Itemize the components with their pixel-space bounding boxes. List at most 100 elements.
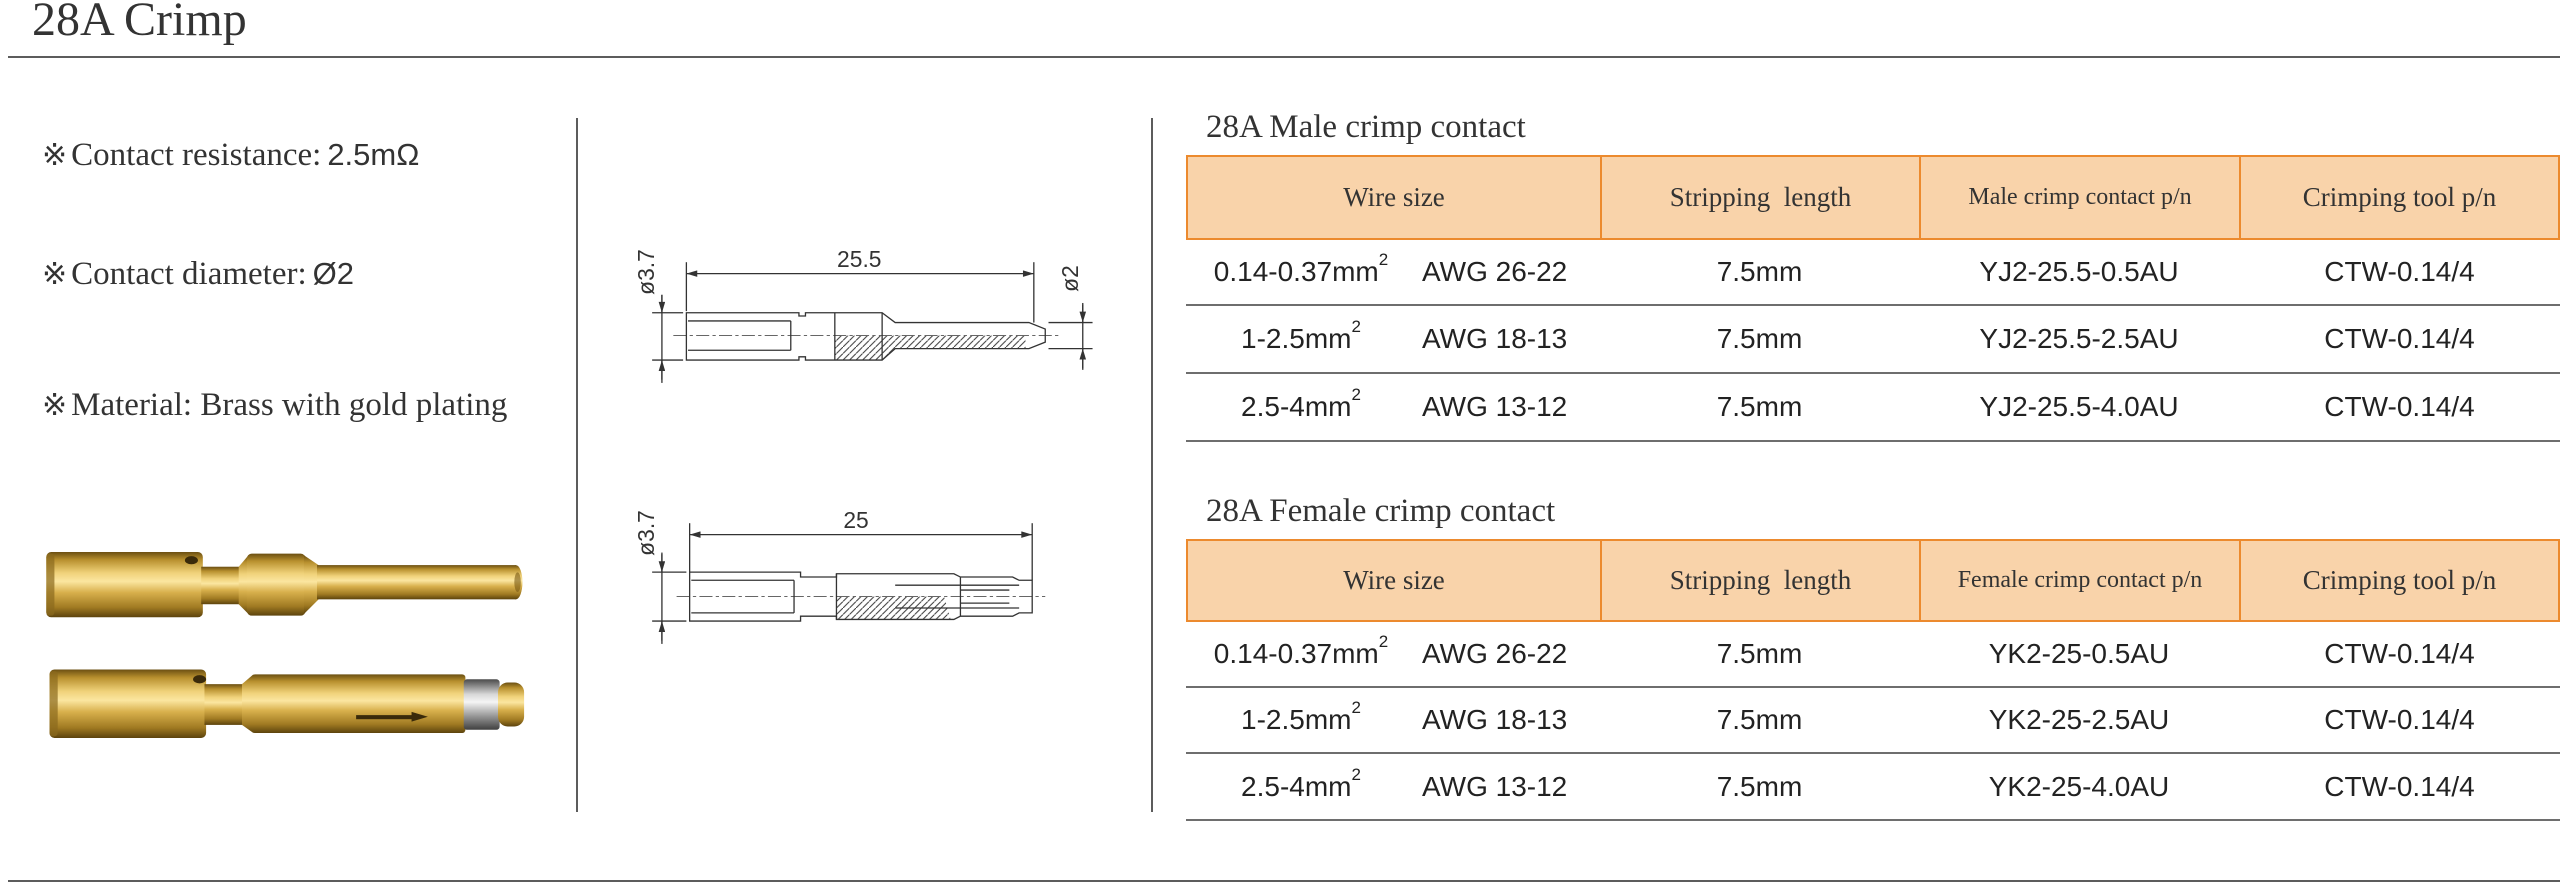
male-contact-outline <box>685 312 1046 361</box>
unit-exponent: 2 <box>1351 764 1361 784</box>
female-inspection-hole <box>193 675 207 684</box>
female-contact-photo <box>49 669 525 738</box>
female-barrel <box>49 669 207 738</box>
tool-part-number-cell: CTW-0.14/4 <box>2324 391 2475 422</box>
column-header: Crimping tool p/n <box>2239 541 2558 620</box>
wire-cross-section: 0.14-0.37mm2 <box>1186 633 1416 670</box>
awg-value: AWG 18-13 <box>1422 704 1568 735</box>
wire-size-value: 0.14-0.37mm <box>1213 638 1379 669</box>
female-table-title: 28A Female crimp contact <box>1206 493 1556 529</box>
wire-size-value: 1-2.5mm <box>1241 323 1352 354</box>
wire-cross-section: 1-2.5mm2 <box>1186 699 1416 736</box>
wire-cross-section: 0.14-0.37mm2 <box>1186 251 1416 288</box>
unit-exponent: 2 <box>1351 698 1361 717</box>
wire-cross-section: 1-2.5mm2 <box>1186 318 1416 355</box>
part-number-cell: YJ2-25.5-0.5AU <box>1979 256 2179 287</box>
male-barrel <box>46 552 203 618</box>
spec-value: 2.5mΩ <box>327 137 420 172</box>
male-table-title: 28A Male crimp contact <box>1206 109 1526 145</box>
female-end <box>498 682 525 727</box>
wire-size-value: 0.14-0.37mm <box>1213 256 1379 287</box>
table-header: Wire size Stripping length Female crimp … <box>1186 539 2560 622</box>
bottom-divider <box>8 880 2560 882</box>
column-header: Male crimp contact p/n <box>1919 157 2239 238</box>
table-header: Wire size Stripping length Male crimp co… <box>1186 155 2560 240</box>
section-hatch <box>834 335 1026 361</box>
female-slot-end <box>411 711 428 722</box>
column-divider-left <box>576 118 578 812</box>
female-crimp-contact-table: Wire size Stripping length Female crimp … <box>1186 539 2560 821</box>
female-barrel-edge <box>49 671 58 737</box>
wire-cross-section: 2.5-4mm2 <box>1186 386 1416 423</box>
awg-value: AWG 26-22 <box>1422 256 1568 287</box>
reference-mark-icon: ※ <box>42 257 68 292</box>
female-body-diameter-label: ø3.7 <box>633 510 659 556</box>
awg-value: AWG 13-12 <box>1422 770 1568 802</box>
wire-cross-section: 2.5-4mm2 <box>1186 766 1416 803</box>
male-barrel-edge <box>46 553 55 616</box>
stripping-length-cell: 7.5mm <box>1716 638 1803 669</box>
column-header: Wire size <box>1343 182 1445 212</box>
technical-drawings: 25.5 ø3.7 ø2 25 ø3.7 <box>633 246 1093 644</box>
male-tip-diameter-label: ø2 <box>1057 265 1083 292</box>
reference-mark-icon: ※ <box>42 138 68 173</box>
wire-size-value: 1-2.5mm <box>1241 704 1352 735</box>
section-hatch <box>836 596 951 620</box>
top-divider <box>8 56 2560 58</box>
column-header: Female crimp contact p/n <box>1919 541 2239 620</box>
male-neck <box>201 566 244 605</box>
awg-value: AWG 13-12 <box>1422 391 1568 422</box>
unit-exponent: 2 <box>1351 385 1361 404</box>
awg-value: AWG 26-22 <box>1422 638 1568 669</box>
female-silver-ring <box>463 679 500 730</box>
stripping-length-cell: 7.5mm <box>1716 391 1803 422</box>
wire-size-value: 2.5-4mm <box>1241 391 1352 422</box>
stripping-length-cell: 7.5mm <box>1716 323 1803 354</box>
male-inspection-hole <box>184 556 198 565</box>
stripping-length-cell: 7.5mm <box>1716 256 1803 287</box>
male-neck-taper <box>238 555 249 615</box>
female-length-label: 25 <box>843 507 868 533</box>
spec-contact-resistance: ※Contact resistance:2.5mΩ <box>42 135 419 176</box>
male-contact-photo <box>46 552 523 618</box>
tool-part-number-cell: CTW-0.14/4 <box>2324 704 2475 735</box>
spec-label: Contact diameter: <box>71 256 307 292</box>
tool-part-number-cell: CTW-0.14/4 <box>2324 770 2475 802</box>
male-pin <box>316 565 516 600</box>
part-number-cell: YK2-25-4.0AU <box>1988 770 2170 802</box>
column-header: Crimping tool p/n <box>2239 157 2558 238</box>
column-header: Wire size <box>1343 565 1445 595</box>
spec-contact-diameter: ※Contact diameter:Ø2 <box>42 254 354 295</box>
reference-mark-icon: ※ <box>42 388 68 423</box>
column-divider-right <box>1151 118 1153 812</box>
tool-part-number-cell: CTW-0.14/4 <box>2324 323 2475 354</box>
spec-material: ※Material: Brass with gold plating <box>42 385 507 426</box>
male-collar-taper <box>303 555 319 615</box>
awg-value: AWG 18-13 <box>1422 323 1568 354</box>
column-header: Stripping length <box>1600 541 1919 620</box>
female-body <box>251 674 466 734</box>
female-slot <box>356 715 415 720</box>
part-number-cell: YK2-25-0.5AU <box>1988 638 2170 669</box>
tool-part-number-cell: CTW-0.14/4 <box>2324 638 2475 669</box>
female-neck <box>204 684 247 725</box>
male-pin-tip-face <box>514 572 521 592</box>
female-neck-taper <box>241 674 254 734</box>
part-number-cell: YJ2-25.5-4.0AU <box>1979 391 2179 422</box>
wire-size-value: 2.5-4mm <box>1241 770 1352 802</box>
male-length-label: 25.5 <box>837 246 881 272</box>
part-number-cell: YJ2-25.5-2.5AU <box>1979 323 2179 354</box>
male-collar <box>246 553 306 616</box>
column-header: Stripping length <box>1600 157 1919 238</box>
page-title: 28A Crimp <box>32 0 247 46</box>
